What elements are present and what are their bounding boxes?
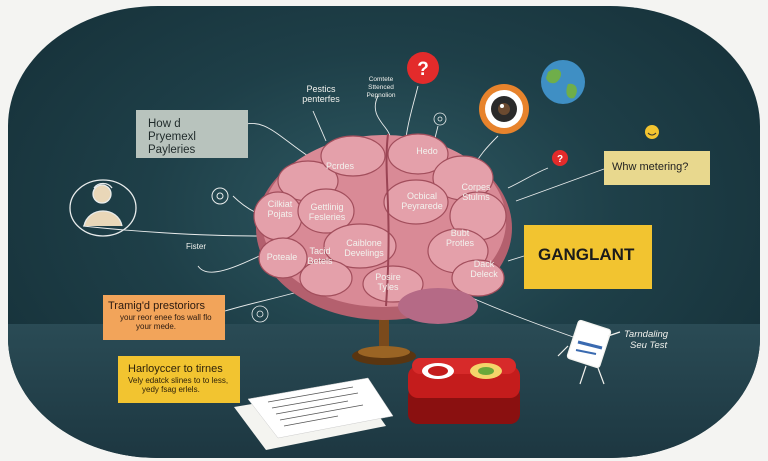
scene-artwork: ? ? <box>69 52 659 450</box>
brain-stand <box>352 308 416 365</box>
brain-label-text: Betels <box>307 256 333 266</box>
callout-heading: GANGLANT <box>538 245 635 264</box>
brain-label: Dack Deleck <box>466 259 502 279</box>
brain-label-text: Tacid <box>309 246 331 256</box>
callout-text: How d <box>148 118 181 130</box>
callout-box-yellow: Harloyccer to tirnes Vely edatck slines … <box>118 356 240 403</box>
note-text: penterfes <box>302 94 340 104</box>
question-mark-small-icon: ? <box>552 150 568 166</box>
brain-label-text: Develings <box>344 248 384 258</box>
connector-line <box>239 122 309 157</box>
brain-label-text: Gettlinig <box>310 202 344 212</box>
brain-label-text: Stulms <box>462 192 490 202</box>
brain-label: Bubt Protles <box>440 228 480 248</box>
note-text: Pestics <box>306 84 336 94</box>
brain-label-text: Caiblone <box>346 238 382 248</box>
brain-label: Poteale <box>262 252 302 262</box>
brain-label: Pcrdes <box>320 161 360 171</box>
brain-label: Cilkiat Pojats <box>258 199 302 219</box>
brain-label-text: Pojats <box>267 209 293 219</box>
small-diagram-icon <box>251 305 269 323</box>
brain-label-text: Bubt <box>450 228 470 238</box>
connector-line <box>507 255 525 262</box>
note-text: Fister <box>186 242 206 251</box>
brain-label-text: Cilkiat <box>267 199 293 209</box>
brain-label: Tacid Betels <box>302 246 338 266</box>
note-text: Tarndaling <box>624 329 669 340</box>
callout-subtext: your mede. <box>136 322 177 331</box>
note-fister: Fister <box>186 242 226 252</box>
callout-subtext: Vely edatck slines to to less, <box>128 376 229 385</box>
note-text: Seu Test <box>630 340 668 351</box>
brain-label: Caiblone Develings <box>336 238 392 258</box>
connector-line <box>507 167 549 189</box>
illustration-frame: ? ? <box>8 6 760 458</box>
connector-line <box>515 168 605 202</box>
brain-label-text: Dack <box>473 259 495 269</box>
brain-label-text: Corpes <box>461 182 491 192</box>
note-robot: Tarndaling Seu Test <box>624 329 704 351</box>
brain-label-text: Hedo <box>416 146 438 156</box>
brain-label: Hedo <box>412 146 442 156</box>
brain-label-text: Deleck <box>470 269 498 279</box>
portrait-sketch-icon <box>69 179 137 237</box>
note-text: Pepnolion <box>366 92 396 99</box>
note-text: Comtete <box>368 76 394 83</box>
callout-heading: Harloyccer to tirnes <box>128 363 223 375</box>
callout-subtext: yedy fsag erlels. <box>142 385 200 394</box>
callout-subtext: your reor enee fos wall flo <box>120 313 212 322</box>
brain-label-text: Posire <box>375 272 401 282</box>
brain-label-text: Fesleries <box>308 212 346 222</box>
eye-target-icon <box>479 84 529 134</box>
brain-model <box>253 133 512 324</box>
paper-documents <box>234 377 394 450</box>
svg-text:?: ? <box>417 59 429 80</box>
robot-doodle-icon <box>557 319 621 385</box>
brain-label-text: Peyrarede <box>401 201 443 211</box>
callout-text: Pryemexl Payleries <box>148 131 196 156</box>
callout-heading: Tramig'd prestoriors <box>108 300 206 312</box>
note-top-small: Comtete Sttenced Pepnolion <box>356 76 406 100</box>
question-mark-big-icon: ? <box>407 52 439 84</box>
brain-label-text: Pcrdes <box>325 161 354 171</box>
small-target-icon <box>433 112 447 126</box>
callout-box-top-left: How d Pryemexl Payleries <box>136 110 248 158</box>
connector-line <box>405 85 419 139</box>
brain-label-text: Protles <box>445 238 474 248</box>
callout-box-orange: Tramig'd prestoriors your reor enee fos … <box>103 295 225 340</box>
callout-text: Whw metering? <box>612 161 689 173</box>
gear-icon <box>211 187 229 205</box>
callout-box-ganglant: GANGLANT <box>524 225 652 289</box>
note-text: Sttenced <box>368 84 394 91</box>
svg-text:?: ? <box>557 154 563 165</box>
connector-line <box>312 110 327 142</box>
brain-label: Ocbical Peyrarede <box>394 191 450 211</box>
smiley-icon <box>645 125 659 139</box>
brain-label-text: Poteale <box>266 252 298 262</box>
connector-line <box>82 225 259 237</box>
brain-label-text: Tyles <box>377 282 399 292</box>
connector-line <box>374 95 391 137</box>
globe-icon <box>541 60 585 104</box>
red-device <box>408 358 520 424</box>
brain-label: Posire Tyles <box>368 272 408 292</box>
note-top-center: Pestics penterfes <box>290 84 352 104</box>
brain-label-text: Ocbical <box>406 191 437 201</box>
brain-label: Gettlinig Fesleries <box>300 202 354 222</box>
callout-box-question: Whw metering? <box>604 151 710 185</box>
brain-label: Corpes Stulms <box>454 182 498 202</box>
